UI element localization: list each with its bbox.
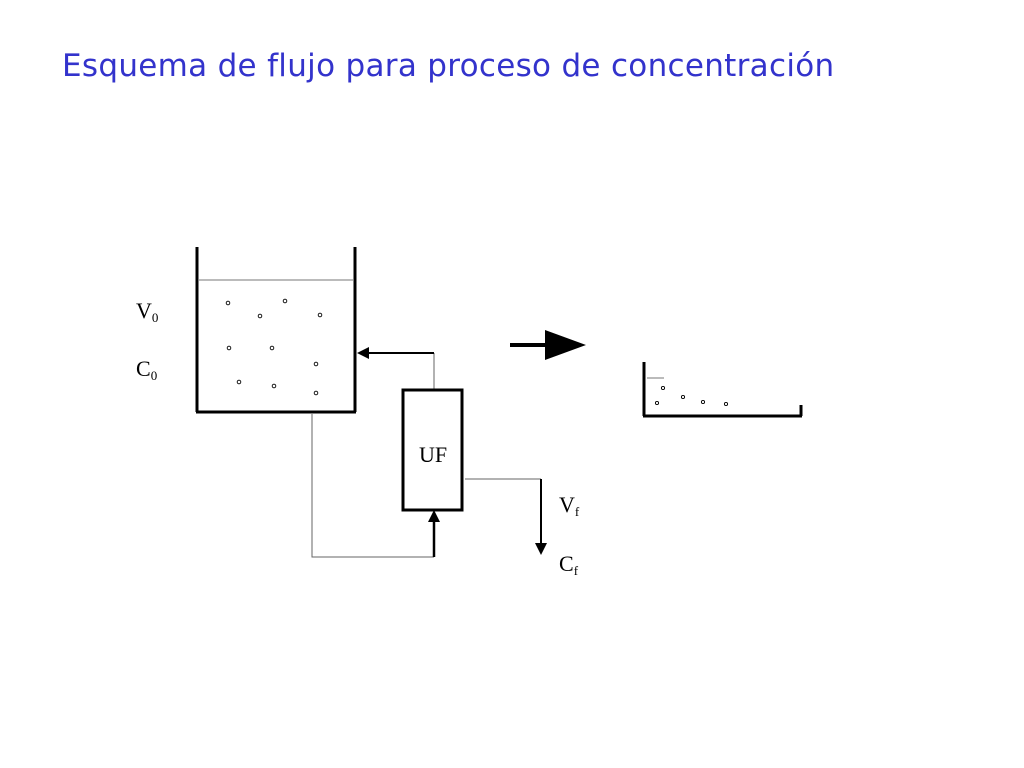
feed-arrow	[428, 510, 440, 557]
initial-tank-particles	[225, 298, 323, 396]
initial-concentration-label: C0	[136, 356, 157, 383]
process-direction-arrow	[510, 330, 586, 360]
permeate-outlet	[465, 478, 547, 555]
final-volume-label: Vf	[559, 492, 580, 519]
feed-pipe	[311, 414, 434, 558]
slide-title: Esquema de flujo para proceso de concent…	[62, 48, 835, 84]
final-concentration-label: Cf	[559, 551, 579, 578]
initial-tank	[195, 247, 357, 414]
retentate-return	[357, 347, 435, 390]
uf-label: UF	[419, 442, 447, 467]
final-tank	[642, 362, 803, 418]
uf-unit	[401, 388, 464, 512]
initial-volume-label: V0	[136, 298, 158, 325]
final-tank-particles	[654, 385, 729, 407]
